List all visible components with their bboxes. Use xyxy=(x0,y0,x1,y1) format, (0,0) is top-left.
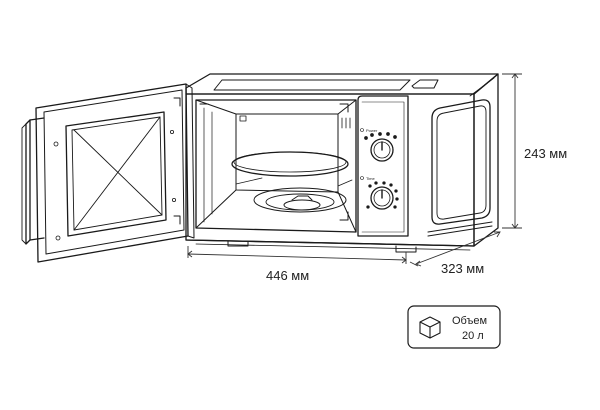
power-knob-label: Power xyxy=(366,128,378,133)
door-handle[interactable] xyxy=(21,117,45,245)
turntable-plate xyxy=(231,151,349,177)
depth-label: 323 мм xyxy=(441,261,484,276)
volume-value: 20 л xyxy=(462,330,484,342)
side-window xyxy=(427,99,493,237)
timer-knob[interactable] xyxy=(366,181,399,210)
depth-dimension-line xyxy=(415,231,501,265)
control-panel xyxy=(357,95,409,237)
timer-symbol-icon xyxy=(360,176,364,180)
volume-badge: Объем 20 л xyxy=(407,305,501,349)
box-icon xyxy=(419,316,441,339)
power-symbol-icon xyxy=(360,128,364,132)
timer-knob-label: Time xyxy=(366,176,376,181)
height-label: 243 мм xyxy=(524,146,567,161)
volume-title: Объем xyxy=(452,315,487,327)
dimension-lines xyxy=(187,73,522,267)
turntable-ring xyxy=(235,177,353,213)
knob-labels: Power Time xyxy=(360,128,378,181)
power-knob[interactable] xyxy=(364,132,397,162)
width-label: 446 мм xyxy=(266,268,309,283)
open-door xyxy=(35,83,195,263)
width-dimension-line xyxy=(187,253,407,261)
oven-cavity xyxy=(195,99,357,233)
